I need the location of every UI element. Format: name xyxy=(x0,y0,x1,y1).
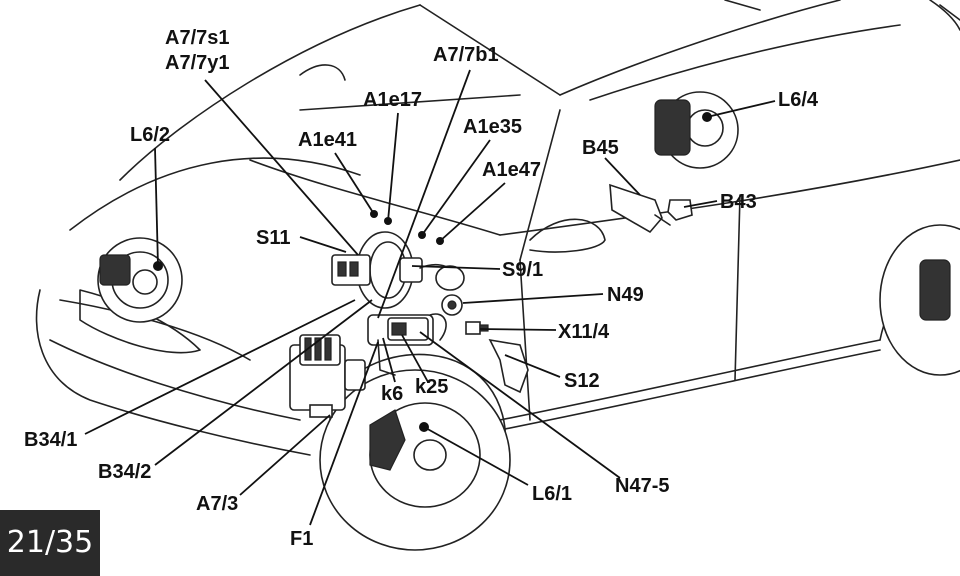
label-l6-4: L6/4 xyxy=(778,89,819,111)
brake-booster-a7-7 xyxy=(331,231,461,309)
b43-sensor xyxy=(667,199,693,221)
b45-sensor xyxy=(609,183,671,234)
label-k6: k6 xyxy=(381,383,403,405)
label-a1e17: A1e17 xyxy=(363,89,422,111)
component-labels: A7/7s1 A7/7y1 A7/7b1 A1e17 A1e41 A1e35 A… xyxy=(24,27,819,550)
label-a7-7b1: A7/7b1 xyxy=(433,44,499,66)
s9-1-switch xyxy=(435,265,465,291)
car-body-outline xyxy=(35,0,960,456)
label-b43: B43 xyxy=(720,191,757,213)
label-a1e35: A1e35 xyxy=(463,116,522,138)
rear-left-wheel-l6-4 xyxy=(654,91,739,169)
label-k25: k25 xyxy=(415,376,448,398)
label-a1e47: A1e47 xyxy=(482,159,541,181)
label-n47-5: N47-5 xyxy=(615,475,669,497)
label-x11-4: X11/4 xyxy=(558,321,610,343)
x11-4-connector xyxy=(465,321,489,335)
relay-module-k6-k25 xyxy=(367,313,447,376)
n49-sensor xyxy=(441,294,463,316)
label-a7-7s1: A7/7s1 xyxy=(165,27,230,49)
front-right-wheel-l6-1 xyxy=(319,369,511,551)
s12-switch xyxy=(488,338,529,394)
label-a1e41: A1e41 xyxy=(298,129,357,151)
rear-right-wheel xyxy=(879,224,960,376)
page-counter: 21/35 xyxy=(0,510,100,576)
label-l6-2: L6/2 xyxy=(130,124,170,146)
label-b34-1: B34/1 xyxy=(24,429,77,451)
leader-lines xyxy=(84,69,776,526)
label-s12: S12 xyxy=(564,370,600,392)
label-n49: N49 xyxy=(607,284,644,306)
label-a7-7y1: A7/7y1 xyxy=(165,52,230,74)
label-s9-1: S9/1 xyxy=(502,259,543,281)
label-f1: F1 xyxy=(290,528,313,550)
label-b45: B45 xyxy=(582,137,619,159)
label-b34-2: B34/2 xyxy=(98,461,151,483)
label-l6-1: L6/1 xyxy=(532,483,572,505)
label-s11: S11 xyxy=(256,227,290,249)
front-left-wheel-l6-2 xyxy=(97,237,183,323)
label-a7-3: A7/3 xyxy=(196,493,238,515)
